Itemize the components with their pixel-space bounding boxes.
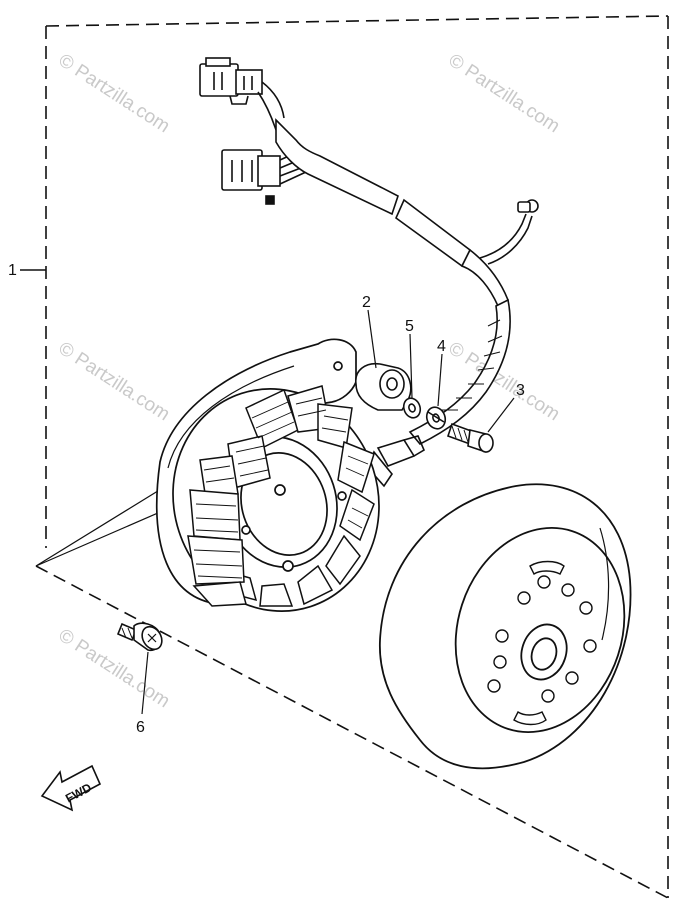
fwd-arrow-icon: [40, 764, 102, 812]
connector-second: [221, 149, 307, 205]
callout-leaders: [141, 309, 515, 715]
ref-label-1: 1: [8, 262, 17, 279]
connector-top: [199, 57, 285, 131]
flywheel-rotor: [379, 483, 632, 770]
screw-part-6: [116, 622, 163, 652]
callout-6: 6: [136, 719, 145, 736]
callout-5: 5: [405, 318, 414, 335]
lock-washer-part-4: [425, 406, 447, 430]
pickup-coil-part-2: [355, 362, 412, 411]
stator-assembly: [156, 338, 380, 612]
washer-part-5: [402, 397, 422, 419]
wire-harness: [199, 57, 539, 488]
callout-3: 3: [516, 382, 525, 399]
bolt-part-3: [446, 422, 494, 453]
coil-winding-lines: [193, 397, 369, 579]
callout-4: 4: [437, 338, 446, 355]
callout-2: 2: [362, 294, 371, 311]
assembly-boundary: [35, 15, 669, 899]
flywheel-holes: [487, 575, 597, 703]
stator-coils: [187, 385, 375, 607]
